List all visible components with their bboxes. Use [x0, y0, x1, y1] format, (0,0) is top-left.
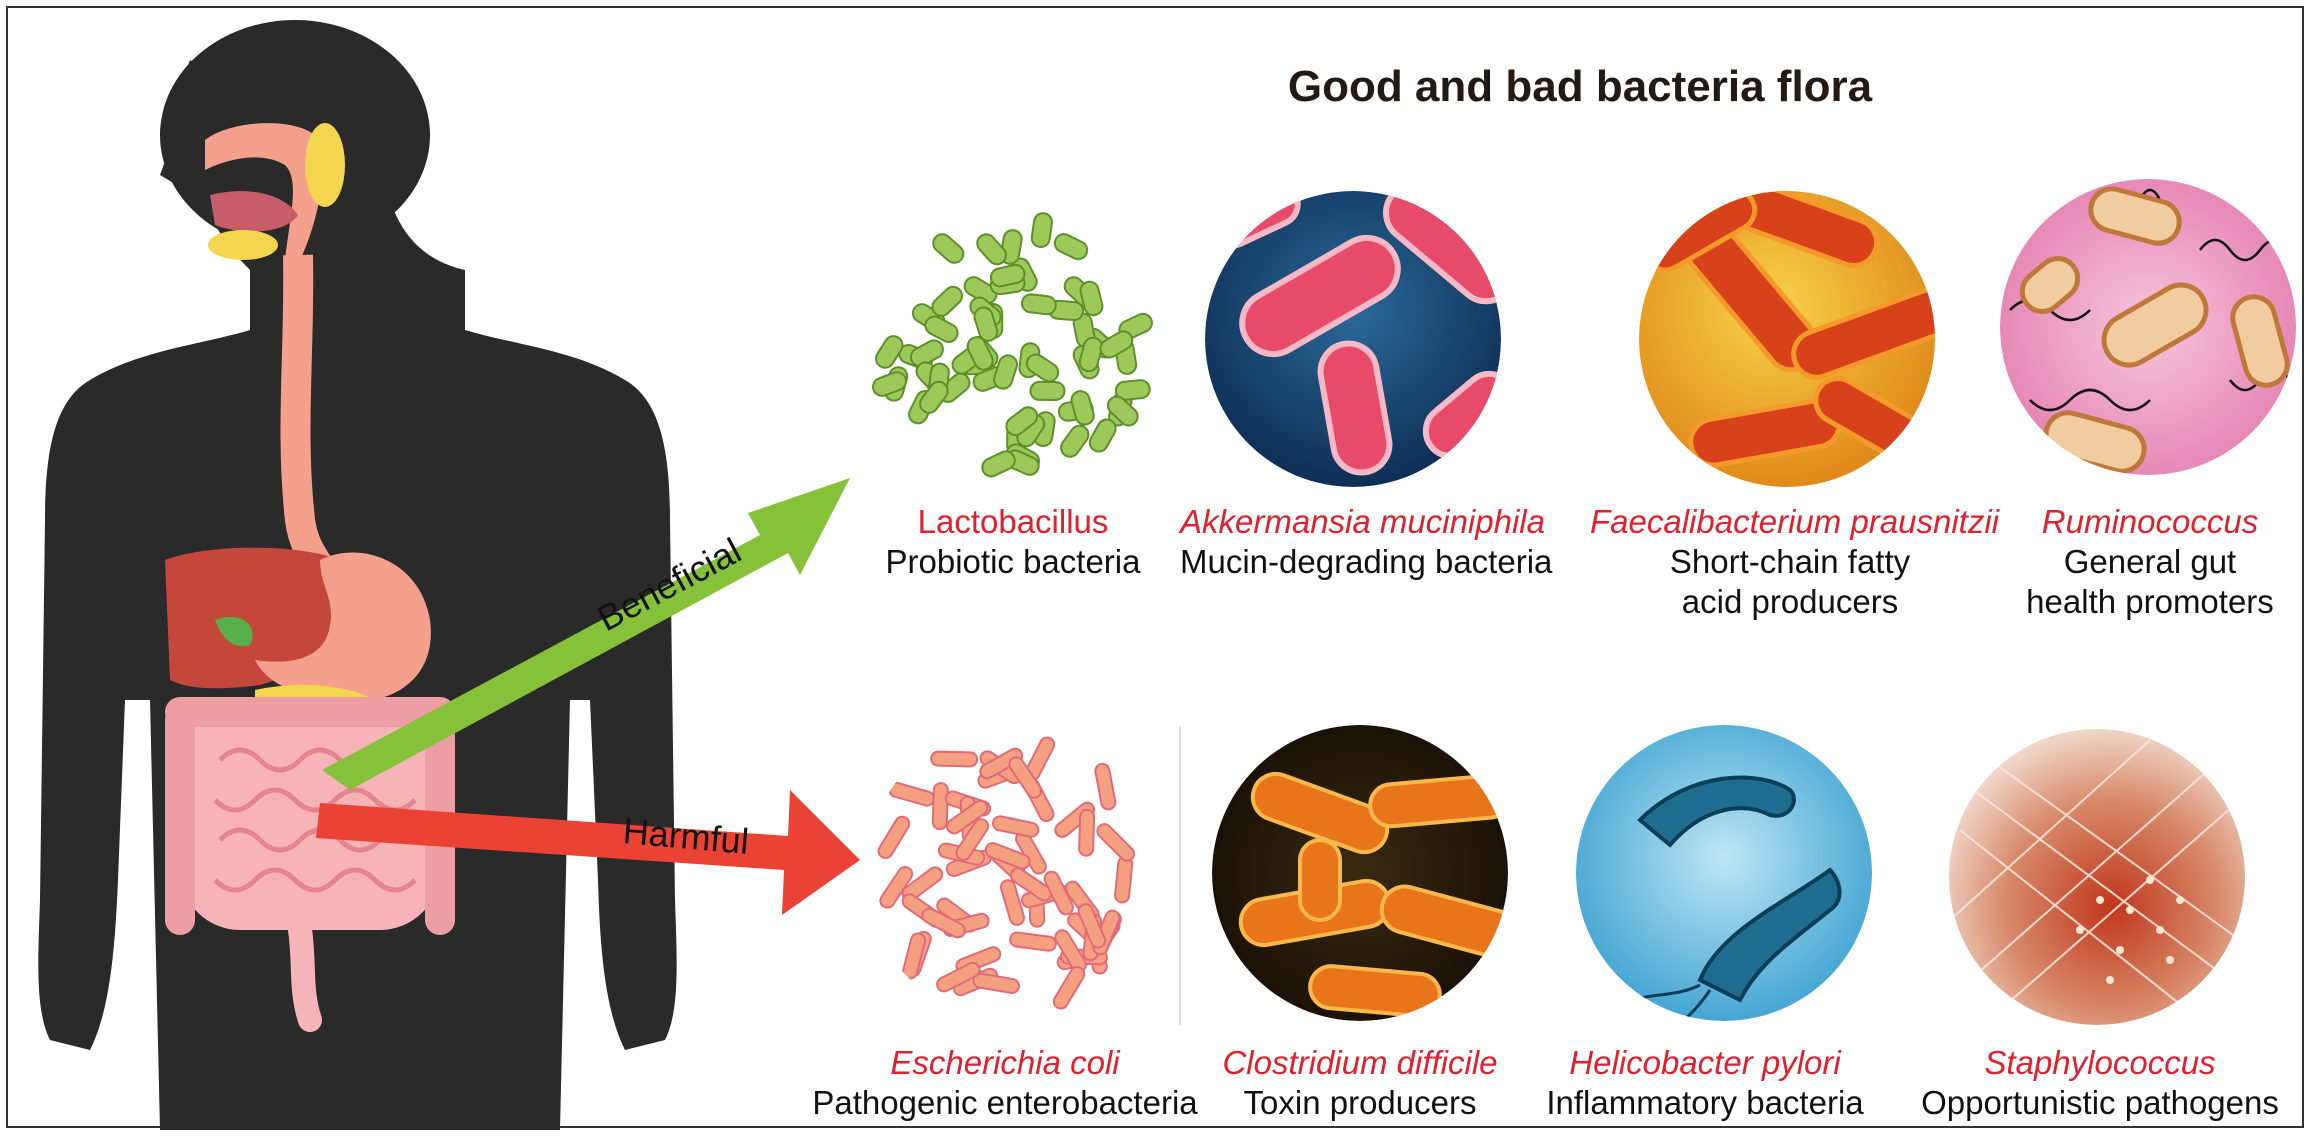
bacterium-shape: [972, 972, 1021, 994]
bacterium-shape: [1029, 380, 1066, 401]
escherichia-coli-image: [865, 725, 1161, 1021]
bacterium-shape: [1094, 762, 1117, 811]
bacterium-shape: [979, 747, 1024, 780]
akkermansia-desc: Mucin-degrading bacteria: [1180, 543, 1553, 580]
faecalibacterium-image: [1639, 191, 1935, 487]
bacterium-shape: [1043, 870, 1074, 916]
bacterium-shape: [1025, 353, 1060, 383]
bacterium-shape: [1078, 808, 1096, 857]
staphylococcus-label: Staphylococcus Opportunistic pathogens: [1910, 1043, 2290, 1123]
akkermansia-label: Akkermansia muciniphila Mucin-degrading …: [1180, 502, 1553, 582]
bacterium-shape: [981, 450, 1016, 478]
faecalibacterium-name: Faecalibacterium prausnitzii: [1590, 503, 2000, 540]
bacterium-shape: [909, 339, 944, 368]
bacterium-shape: [1114, 379, 1151, 401]
staphylococcus-name: Staphylococcus: [1984, 1044, 2216, 1081]
bacterium-shape: [966, 336, 994, 371]
bacterium-shape: [993, 354, 1019, 390]
bacterium-shape: [930, 750, 979, 768]
bacterium-shape: [1008, 756, 1043, 799]
bacterium-shape: [946, 799, 989, 835]
lactobacillus-image: [865, 203, 1161, 499]
clostridium-image: [1212, 725, 1508, 1021]
helicobacter-name: Helicobacter pylori: [1569, 1044, 1841, 1081]
bacterium-shape: [1099, 330, 1134, 359]
bacterium-shape: [1106, 395, 1139, 427]
akkermansia-image: [1205, 191, 1501, 487]
ruminococcus-name: Ruminococcus: [2041, 503, 2259, 540]
bacterium-shape: [932, 233, 965, 264]
bacterium-shape: [919, 380, 949, 414]
mouth-throat: [205, 123, 345, 260]
bacterium-shape: [973, 306, 999, 342]
ruminococcus-label: Ruminococcus General gut health promoter…: [2010, 502, 2290, 622]
figure-title: Good and bad bacteria flora: [1287, 62, 1873, 111]
bacterium-shape: [1030, 212, 1054, 248]
bacterium-shape: [976, 233, 1007, 266]
bacterium-shape: [1052, 966, 1086, 1010]
beneficial-arrow[interactable]: [322, 478, 850, 790]
bacterium-shape: [1020, 293, 1057, 316]
clostridium-label: Clostridium difficile Toxin producers: [1210, 1043, 1510, 1123]
bacterium-shape: [874, 335, 904, 369]
bacterium-shape: [955, 818, 990, 861]
clostridium-name: Clostridium difficile: [1222, 1044, 1498, 1081]
gallbladder-shape: [215, 616, 253, 647]
bacterium-shape: [872, 371, 907, 397]
bacterium-shape: [999, 879, 1025, 926]
faecalibacterium-desc-line2: acid producers: [1681, 583, 1899, 620]
bacterium-shape: [989, 263, 1026, 288]
bacterium-shape: [984, 842, 1031, 870]
faecalibacterium-desc-line1: Short-chain fatty: [1669, 543, 1911, 580]
escherichia-coli-label: Escherichia coli Pathogenic enterobacter…: [810, 1043, 1200, 1123]
bacterium-shape: [1079, 280, 1104, 317]
lactobacillus-name: Lactobacillus: [917, 503, 1109, 540]
bacterium-shape: [1078, 336, 1104, 373]
escherichia-coli-name: Escherichia coli: [890, 1044, 1120, 1081]
bacterium-shape: [991, 815, 1040, 838]
helicobacter-image: [1576, 725, 1872, 1021]
liver-shape: [165, 547, 361, 689]
staphylococcus-desc: Opportunistic pathogens: [1921, 1084, 2279, 1121]
bacterium-shape: [1009, 867, 1053, 902]
ruminococcus-desc-line2: health promoters: [2026, 583, 2274, 620]
bacterium-shape: [931, 782, 949, 831]
stomach-shape: [255, 552, 431, 702]
harmful-arrow[interactable]: [316, 790, 860, 915]
bacterium-shape: [936, 961, 981, 993]
helicobacter-label: Helicobacter pylori Inflammatory bacteri…: [1540, 1043, 1870, 1123]
bacterium-shape: [1096, 823, 1136, 862]
ruminococcus-desc-line1: General gut: [2063, 543, 2237, 580]
ruminococcus-image: [2000, 179, 2296, 475]
bacterium-shape: [1053, 233, 1089, 261]
bacterium-shape: [1009, 931, 1057, 952]
escherichia-coli-desc: Pathogenic enterobacteria: [812, 1084, 1198, 1121]
bacterium-shape: [924, 315, 959, 343]
bacterium-shape: [931, 285, 964, 317]
bacterium-shape: [1088, 418, 1117, 453]
lactobacillus-desc: Probiotic bacteria: [885, 543, 1141, 580]
bacterium-shape: [1005, 406, 1039, 437]
clostridium-desc: Toxin producers: [1243, 1084, 1477, 1121]
staphylococcus-image: [1949, 729, 2245, 1025]
bacterium-shape: [1060, 424, 1090, 458]
helicobacter-desc: Inflammatory bacteria: [1546, 1084, 1864, 1121]
bacterium-shape: [1077, 903, 1107, 949]
bacterium-shape: [877, 815, 911, 860]
faecalibacterium-label: Faecalibacterium prausnitzii Short-chain…: [1590, 502, 2000, 622]
lactobacillus-label: Lactobacillus Probiotic bacteria: [863, 502, 1163, 582]
bacterium-shape: [1070, 390, 1095, 426]
bacterium-shape: [921, 907, 966, 939]
akkermansia-name: Akkermansia muciniphila: [1180, 503, 1545, 540]
